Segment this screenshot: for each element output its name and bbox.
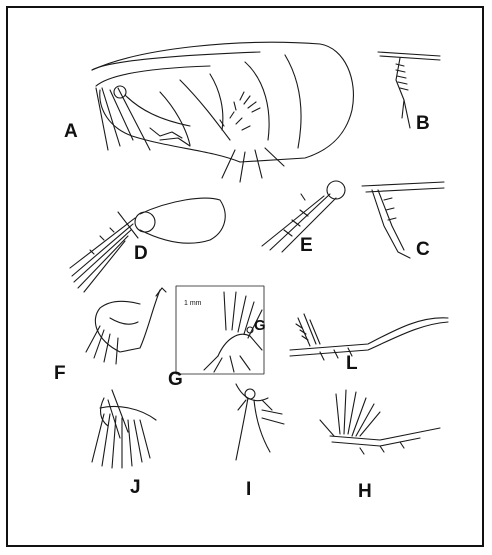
label-b: B <box>416 114 430 133</box>
label-l: L <box>346 354 358 373</box>
inset-scale-text: 1 mm <box>184 300 202 307</box>
label-g: G <box>168 370 183 389</box>
label-e: E <box>300 236 313 255</box>
label-h: H <box>358 482 372 501</box>
label-f: F <box>54 364 66 383</box>
label-d: D <box>134 244 148 263</box>
drawing-i-appendage <box>236 384 284 460</box>
drawing-a-whole-body <box>92 42 353 182</box>
drawing-h-appendage <box>320 390 440 454</box>
label-j: J <box>130 478 141 497</box>
drawing-c-appendage <box>362 182 444 258</box>
drawing-j-appendage <box>92 390 156 468</box>
label-c: C <box>416 240 430 259</box>
label-i: I <box>246 480 251 499</box>
inset-symbol: G <box>254 318 266 333</box>
drawing-l-appendage <box>290 314 448 360</box>
drawing-b-appendage <box>378 52 440 128</box>
label-a: A <box>64 122 78 141</box>
drawing-f-appendage <box>86 288 166 364</box>
